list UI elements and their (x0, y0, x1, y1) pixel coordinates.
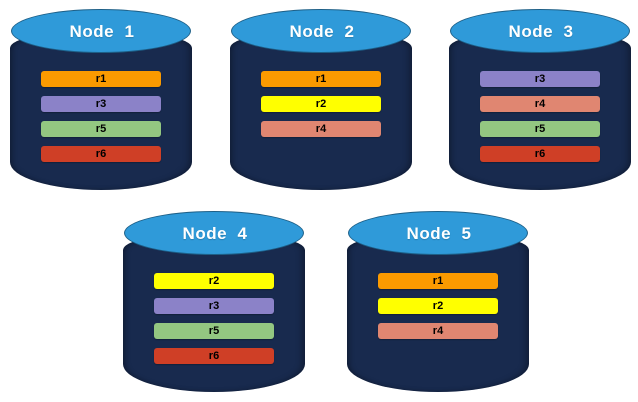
record-bar: r1 (378, 273, 498, 289)
node-title: Node 4 (182, 224, 248, 243)
node-title: Node 3 (508, 22, 574, 41)
record-bar: r6 (154, 348, 274, 364)
record-bar: r2 (261, 96, 381, 112)
cylinder-top-ellipse: Node 2 (231, 9, 411, 53)
record-bar: r3 (480, 71, 600, 87)
cylinder-top-ellipse: Node 4 (124, 211, 304, 255)
record-bar: r5 (41, 121, 161, 137)
cylinder-top-ellipse: Node 3 (450, 9, 630, 53)
node-title: Node 2 (289, 22, 355, 41)
record-bar: r6 (41, 146, 161, 162)
record-list: r1 r2 r4 (378, 273, 498, 339)
record-bar: r2 (378, 298, 498, 314)
record-bar: r3 (41, 96, 161, 112)
record-list: r1 r2 r4 (261, 71, 381, 137)
record-bar: r2 (154, 273, 274, 289)
record-list: r2 r3 r5 r6 (154, 273, 274, 364)
record-bar: r6 (480, 146, 600, 162)
record-bar: r4 (378, 323, 498, 339)
record-list: r3 r4 r5 r6 (480, 71, 600, 162)
record-bar: r5 (154, 323, 274, 339)
node-cylinder-4: Node 4 r2 r3 r5 r6 (123, 210, 305, 392)
node-title: Node 5 (406, 224, 472, 243)
record-bar: r1 (261, 71, 381, 87)
record-bar: r1 (41, 71, 161, 87)
cylinder-top-ellipse: Node 5 (348, 211, 528, 255)
record-bar: r4 (480, 96, 600, 112)
cylinder-top-ellipse: Node 1 (11, 9, 191, 53)
node-cylinder-2: Node 2 r1 r2 r4 (230, 8, 412, 190)
record-bar: r5 (480, 121, 600, 137)
node-cylinder-1: Node 1 r1 r3 r5 r6 (10, 8, 192, 190)
node-title: Node 1 (69, 22, 135, 41)
record-list: r1 r3 r5 r6 (41, 71, 161, 162)
node-cylinder-3: Node 3 r3 r4 r5 r6 (449, 8, 631, 190)
node-cylinder-5: Node 5 r1 r2 r4 (347, 210, 529, 392)
record-bar: r4 (261, 121, 381, 137)
record-bar: r3 (154, 298, 274, 314)
